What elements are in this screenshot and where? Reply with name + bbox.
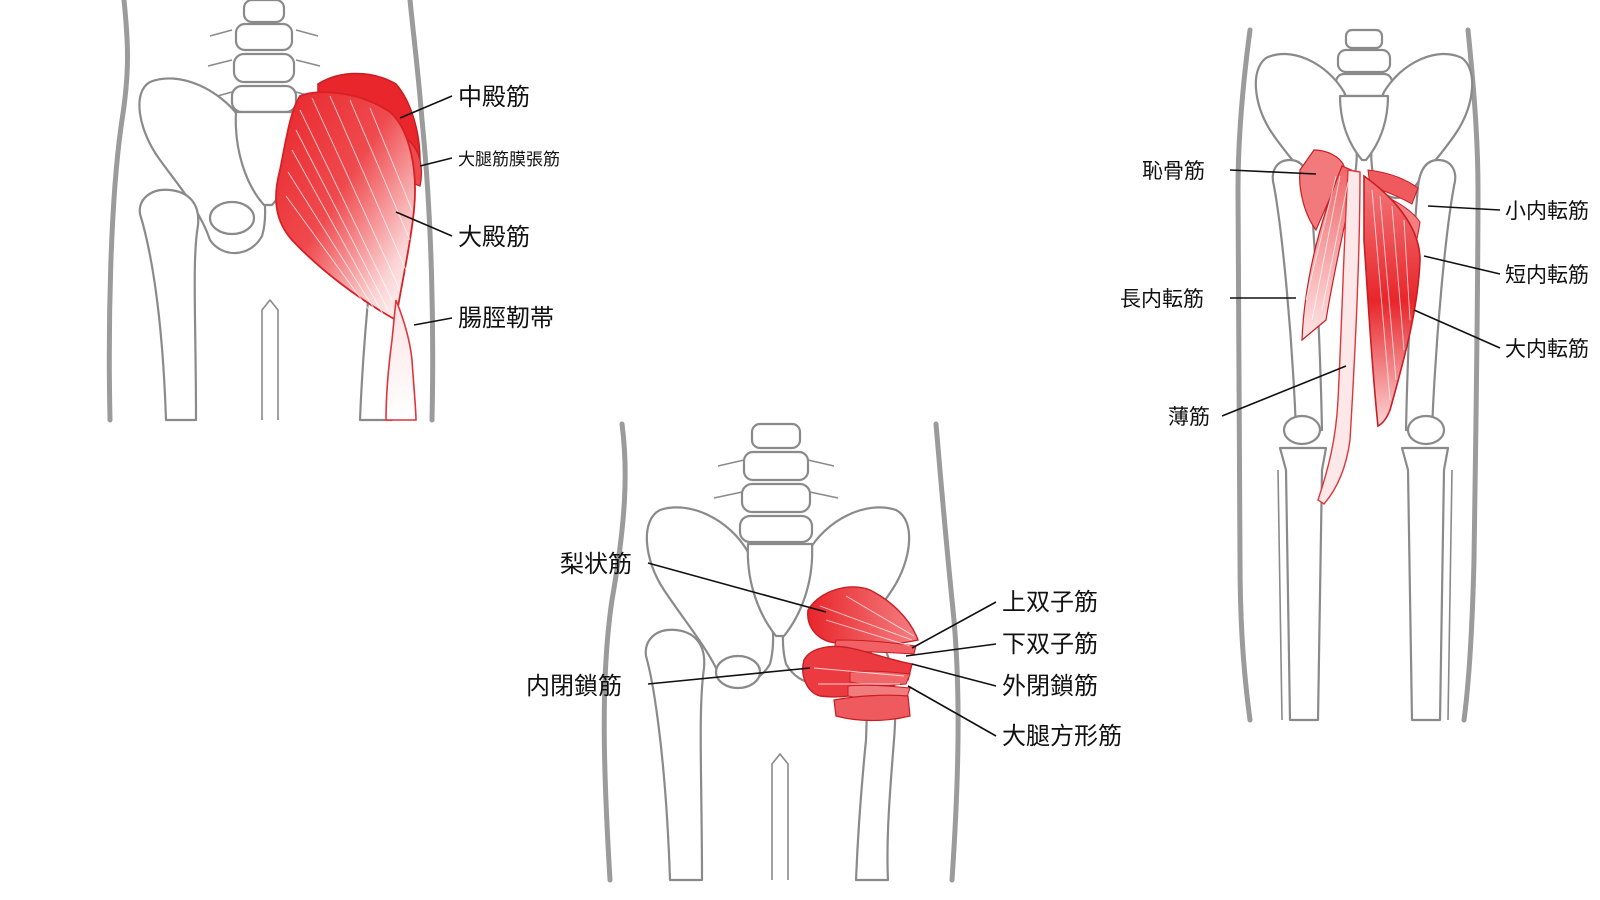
label-adductor-brevis: 短内転筋 (1505, 263, 1589, 287)
leader-pectineus (1229, 169, 1317, 175)
leader-it-band (413, 317, 453, 326)
sacrum (746, 542, 814, 638)
right-ilium (1370, 53, 1474, 199)
gluteus-maximus-fibers (285, 95, 413, 319)
left-fibula (1277, 469, 1283, 721)
label-gluteus-maximus: 大殿筋 (458, 223, 530, 251)
leader-obturator-externus (911, 663, 997, 687)
lumbar-spine (1334, 28, 1394, 98)
midline-mark (261, 299, 279, 420)
right-fibula (1447, 469, 1453, 721)
iliotibial-band (385, 299, 417, 421)
label-tfl: 大腿筋膜張筋 (458, 150, 560, 170)
adductor-magnus (1363, 174, 1421, 428)
adductors-panel: 恥骨筋 長内転筋 薄筋 小内転筋 短内転筋 大内転筋 (1120, 27, 1589, 723)
leader-obturator-internus (647, 667, 811, 685)
body-outline-right (407, 0, 436, 423)
leader-gracilis (1221, 365, 1347, 417)
label-gemellus-superior: 上双子筋 (1002, 588, 1098, 616)
label-quadratus-femoris: 大腿方形筋 (1002, 722, 1122, 750)
left-tibia (1278, 446, 1328, 722)
leader-gluteus-maximus (395, 211, 453, 237)
midline-mark (771, 753, 789, 880)
body-outline-left (601, 421, 628, 883)
label-adductor-magnus: 大内転筋 (1505, 337, 1589, 361)
left-obturator (208, 200, 256, 236)
lumbar-spine (713, 422, 839, 544)
gluteal-panel: 中殿筋 大腿筋膜張筋 大殿筋 腸脛靭帯 (106, 0, 560, 423)
label-pectineus: 恥骨筋 (1142, 159, 1205, 183)
label-adductor-longus: 長内転筋 (1120, 287, 1204, 311)
label-it-band: 腸脛靭帯 (458, 304, 554, 332)
sacrum (1338, 94, 1390, 162)
label-piriformis: 梨状筋 (560, 550, 632, 578)
gluteus-maximus (275, 91, 416, 322)
gemellus-inferior (849, 670, 911, 686)
label-gluteus-medius: 中殿筋 (458, 83, 530, 111)
leader-quadratus-femoris (907, 685, 997, 737)
leader-adductor-minimus (1427, 205, 1501, 211)
label-obturator-internus: 内閉鎖筋 (526, 672, 622, 700)
label-gracilis: 薄筋 (1168, 405, 1210, 429)
leader-adductor-magnus (1413, 309, 1501, 349)
leader-piriformis (647, 562, 827, 613)
body-outline-right (1461, 27, 1481, 723)
left-patella (1282, 414, 1322, 446)
left-femur (138, 188, 200, 422)
pectineus (1299, 149, 1345, 232)
deep-rotator-fibers (813, 595, 915, 685)
label-gemellus-inferior: 下双子筋 (1002, 630, 1098, 658)
adductor-fibers (1305, 175, 1411, 401)
body-outline-left (106, 0, 130, 423)
quadratus-femoris (833, 694, 911, 722)
leader-adductor-brevis (1423, 255, 1501, 275)
piriformis (807, 586, 919, 647)
body-outline-right (933, 421, 961, 883)
left-ilium (645, 506, 775, 685)
right-tibia (1400, 446, 1450, 722)
left-obturator (714, 654, 762, 690)
label-obturator-externus: 外閉鎖筋 (1002, 672, 1098, 700)
leader-gemellus-inferior (905, 643, 997, 657)
left-femur (644, 628, 706, 882)
gracilis (1317, 169, 1361, 505)
deep-rotators-panel: 梨状筋 内閉鎖筋 上双子筋 下双子筋 外閉鎖筋 大腿方形筋 (526, 421, 1122, 883)
body-outline-left (1235, 27, 1253, 723)
leader-gemellus-superior (911, 601, 997, 649)
right-patella (1406, 414, 1446, 446)
leader-gluteus-medius (399, 95, 453, 119)
leader-tfl (419, 157, 453, 167)
label-adductor-minimus: 小内転筋 (1505, 199, 1589, 223)
